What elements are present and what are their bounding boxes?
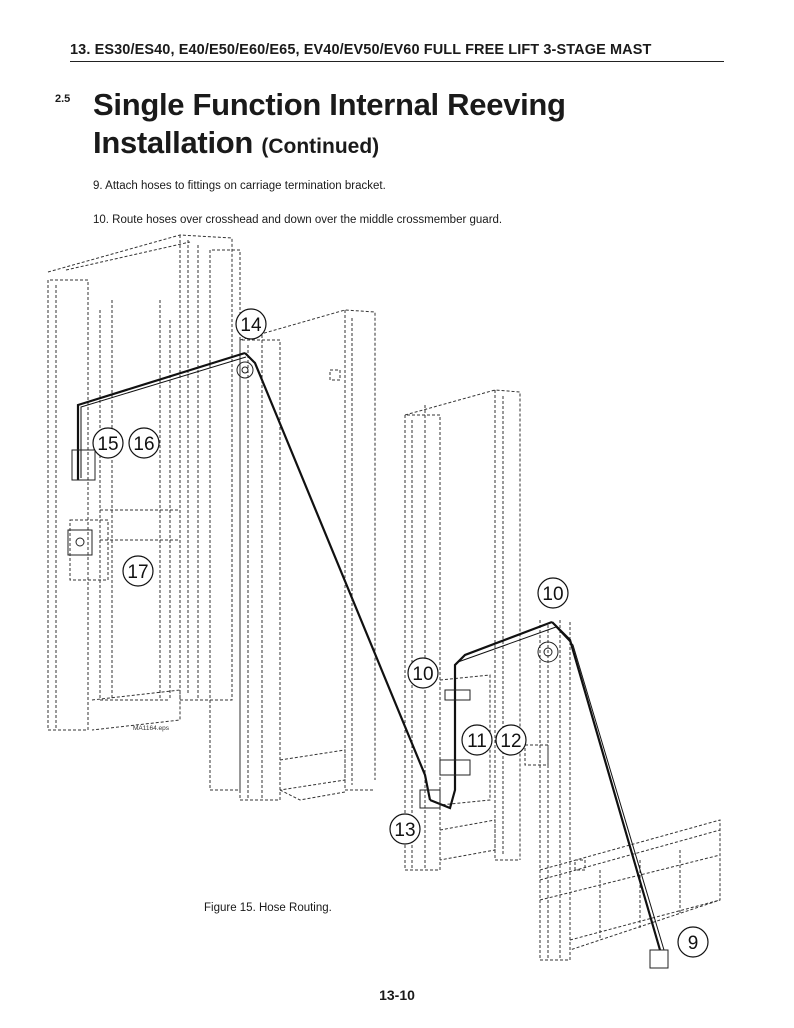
- callout-label: 15: [97, 434, 118, 455]
- callout-label: 9: [688, 933, 699, 954]
- page-number: 13-10: [379, 987, 415, 1003]
- callout-label: 17: [127, 562, 148, 583]
- page-header: 13. ES30/ES40, E40/E50/E60/E65, EV40/EV5…: [70, 42, 724, 62]
- callout-label: 11: [467, 731, 487, 752]
- callout-label: 14: [240, 315, 262, 336]
- callout-10-upper: [537, 577, 569, 609]
- section-number: 2.5: [55, 93, 71, 105]
- page-title: Single Function Internal Reeving Install…: [93, 86, 693, 166]
- hose-routing-figure: 14 15 16 17 10 10 11 12 13 9: [0, 225, 794, 985]
- callout-14: [235, 308, 267, 340]
- title-main: Single Function Internal Reeving Install…: [93, 87, 566, 160]
- figure-file-label: MA1164.eps: [133, 725, 170, 732]
- callout-label: 10: [542, 584, 563, 605]
- callout-label: 13: [394, 820, 415, 841]
- step-10: 10. Route hoses over crosshead and down …: [93, 214, 503, 226]
- callout-11: [461, 724, 493, 756]
- callout-label: 10: [412, 664, 433, 685]
- callout-9: [677, 926, 709, 958]
- callout-label: 12: [500, 731, 521, 752]
- callout-17: [122, 555, 154, 587]
- hardware-details: [67, 361, 669, 969]
- callout-numbers: 14 15 16 17 10 10 11 12 13 9: [97, 315, 698, 954]
- callout-13: [389, 813, 421, 845]
- figure-caption: Figure 15. Hose Routing.: [204, 902, 332, 914]
- callout-label: 16: [133, 434, 154, 455]
- callout-15: [92, 427, 124, 459]
- hose-routes: [76, 351, 665, 951]
- callout-16: [128, 427, 160, 459]
- title-suffix: (Continued): [261, 135, 380, 158]
- mast-line-art: [47, 234, 721, 961]
- callout-circles: [92, 308, 709, 958]
- callout-12: [495, 724, 527, 756]
- step-9: 9. Attach hoses to fittings on carriage …: [93, 180, 386, 192]
- mast-illustration: 14 15 16 17 10 10 11 12 13 9: [47, 234, 721, 969]
- callout-10-lower: [407, 657, 439, 689]
